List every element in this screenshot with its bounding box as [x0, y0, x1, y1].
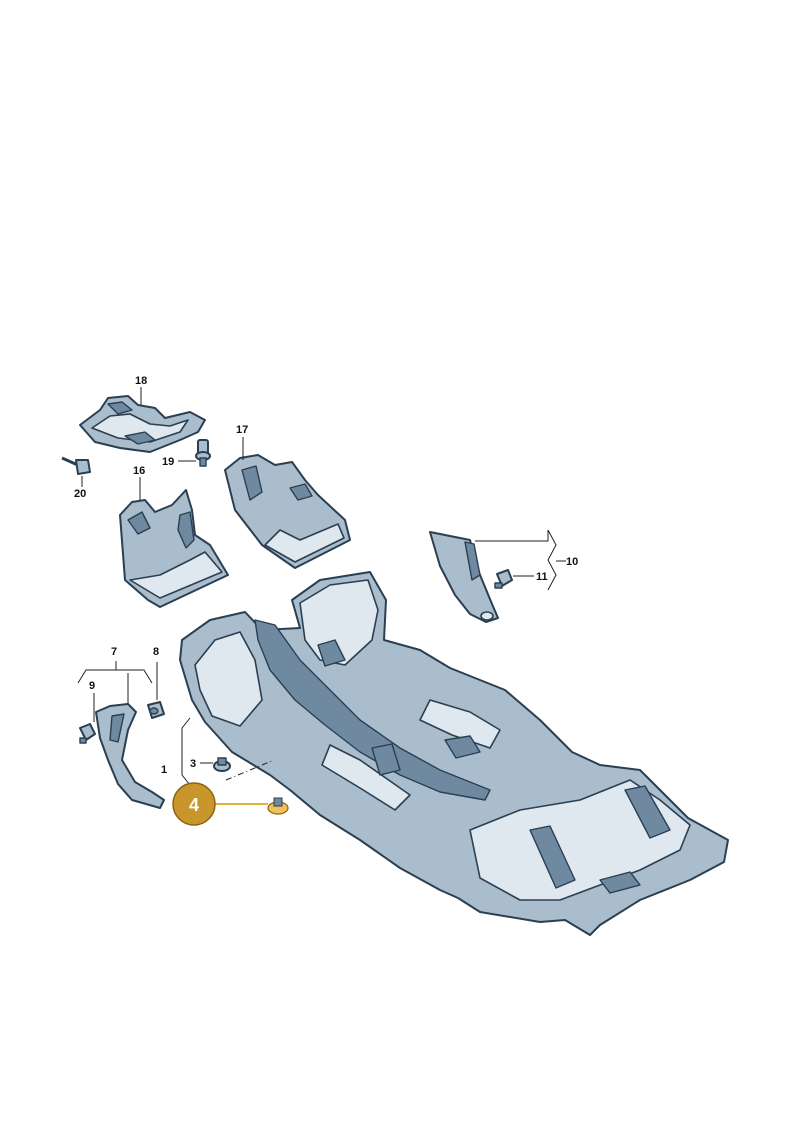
callout-8: 8	[153, 646, 159, 658]
part-4-washer	[267, 797, 289, 815]
callout-7: 7	[111, 646, 117, 658]
callout-17: 17	[236, 424, 248, 436]
callout-1: 1	[161, 764, 167, 776]
part-1-floor-insulation	[179, 571, 729, 936]
callout-4: 4	[189, 795, 199, 815]
callout-3: 3	[190, 758, 196, 770]
selected-part-badge[interactable]: 4	[172, 782, 216, 826]
part-8-clip	[147, 701, 165, 719]
part-9-clip	[79, 723, 96, 744]
callout-16: 16	[133, 465, 145, 477]
callout-19: 19	[162, 456, 174, 468]
part-19-bolt	[195, 439, 211, 467]
leader-7-8-9	[77, 661, 158, 722]
part-11-clip	[494, 569, 513, 589]
part-16-insulation	[119, 489, 229, 608]
leader-1	[181, 717, 275, 786]
part-10-side-panel	[429, 531, 499, 623]
part-7-pillar-trim	[95, 703, 165, 809]
callout-11: 11	[536, 571, 548, 583]
part-17-insulation	[224, 454, 351, 569]
leader-10-11	[475, 529, 566, 591]
callout-9: 9	[89, 680, 95, 692]
callout-20: 20	[74, 488, 86, 500]
part-18-panel	[79, 395, 206, 453]
callout-18: 18	[135, 375, 147, 387]
part-20-rivet	[61, 456, 91, 475]
part-3-clip	[213, 757, 231, 772]
callout-10: 10	[566, 556, 578, 568]
